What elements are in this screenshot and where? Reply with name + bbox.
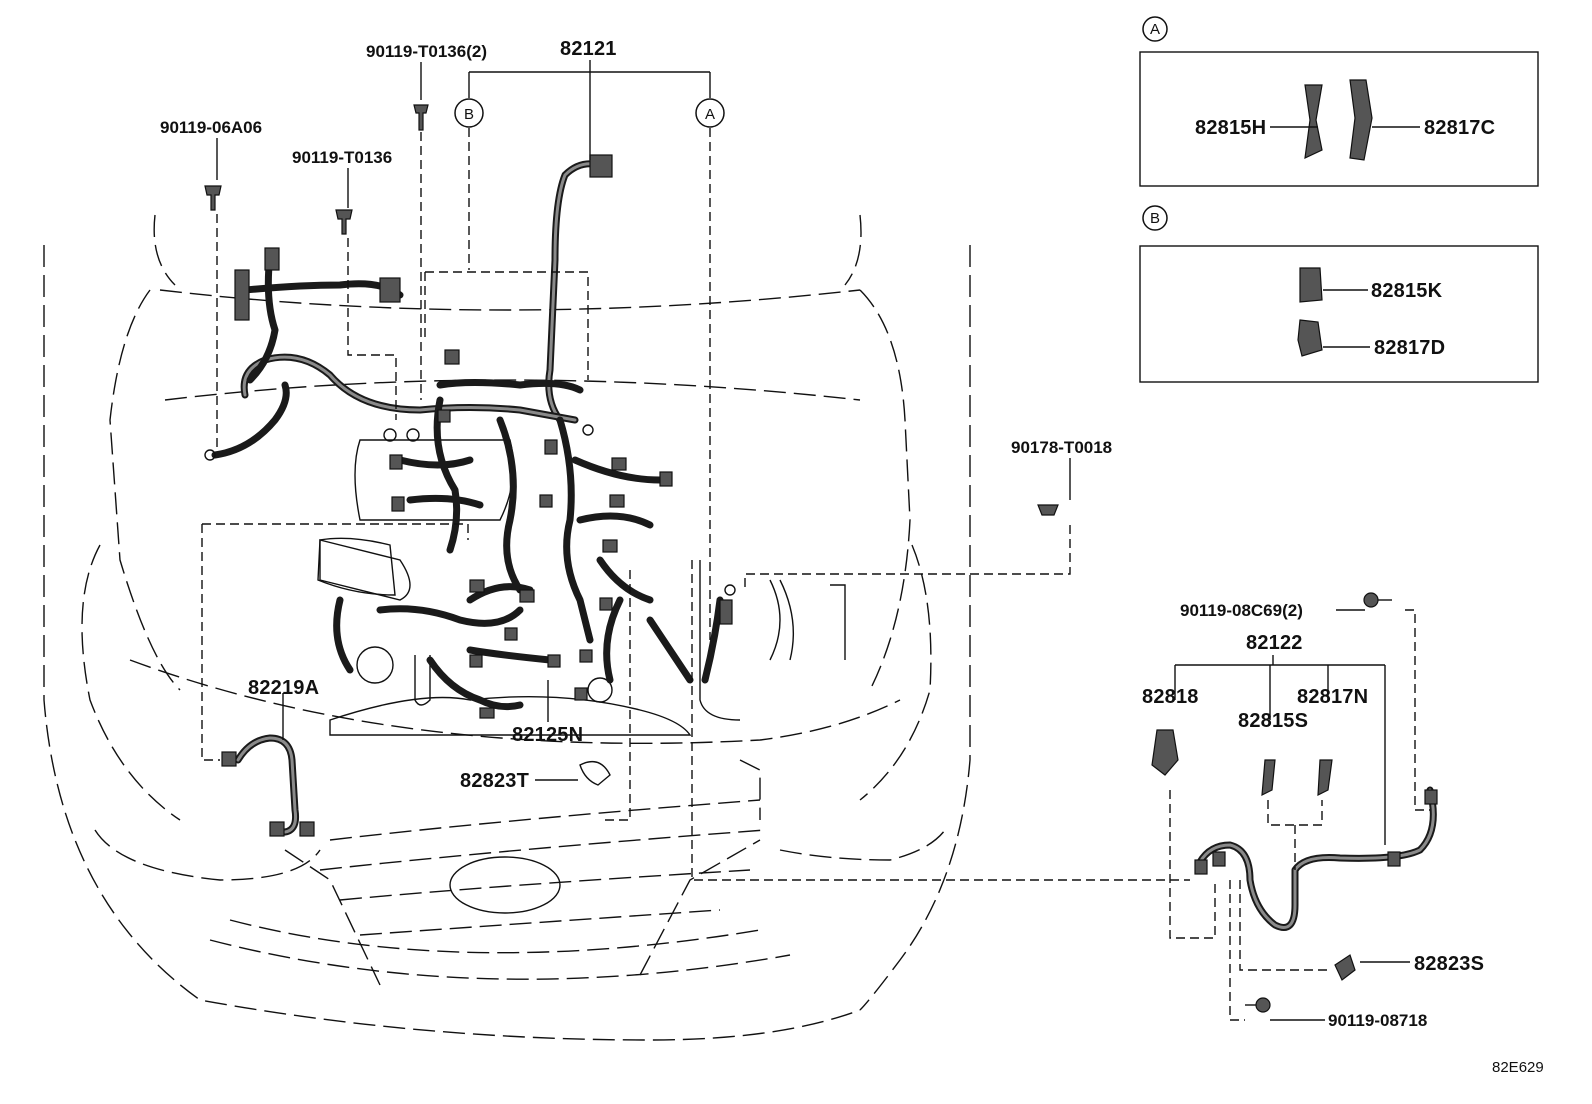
label-82818: 82818 [1142,686,1199,708]
label-90119-06A06: 90119-06A06 [160,118,262,137]
label-82125N: 82125N [512,724,583,746]
leader-lines [201,60,1430,1021]
detail-box-a [1139,51,1539,187]
detail-a-circle [1142,16,1168,42]
engine-bay [319,439,846,736]
callout-b-text: B [464,106,474,123]
wire-harness-82219A [221,734,315,837]
callout-a-circle [695,98,725,128]
callout-a-text: A [705,106,715,123]
label-82823T: 82823T [460,770,529,792]
label-82817D: 82817D [1374,337,1445,359]
detail-a-title: A [1150,21,1160,38]
diagram-reference-code: 82E629 [1492,1059,1544,1076]
label-82817C: 82817C [1424,117,1495,139]
engine-wire-harness-82121 [204,154,736,719]
label-90119-08718: 90119-08718 [1328,1011,1427,1030]
label-90119-T0136: 90119-T0136 [292,148,392,167]
label-90119-08C69-2: 90119-08C69(2) [1180,601,1303,620]
wire-harness-82122 [1194,786,1438,931]
label-82817N: 82817N [1297,686,1368,708]
label-82815H: 82815H [1195,117,1266,139]
detail-box-b [1139,245,1539,383]
small-parts [204,79,1392,1013]
label-90178-T0018: 90178-T0018 [1011,438,1112,457]
callout-b-circle [454,98,484,128]
vehicle-outline [43,214,971,1041]
detail-b-title: B [1150,210,1160,227]
label-82219A: 82219A [248,677,319,699]
label-82815S: 82815S [1238,710,1308,732]
label-90119-T0136-2: 90119-T0136(2) [366,42,487,61]
label-82815K: 82815K [1371,280,1443,302]
detail-b-circle [1142,205,1168,231]
label-82823S: 82823S [1414,953,1484,975]
label-82121: 82121 [560,38,617,60]
label-82122: 82122 [1246,632,1303,654]
